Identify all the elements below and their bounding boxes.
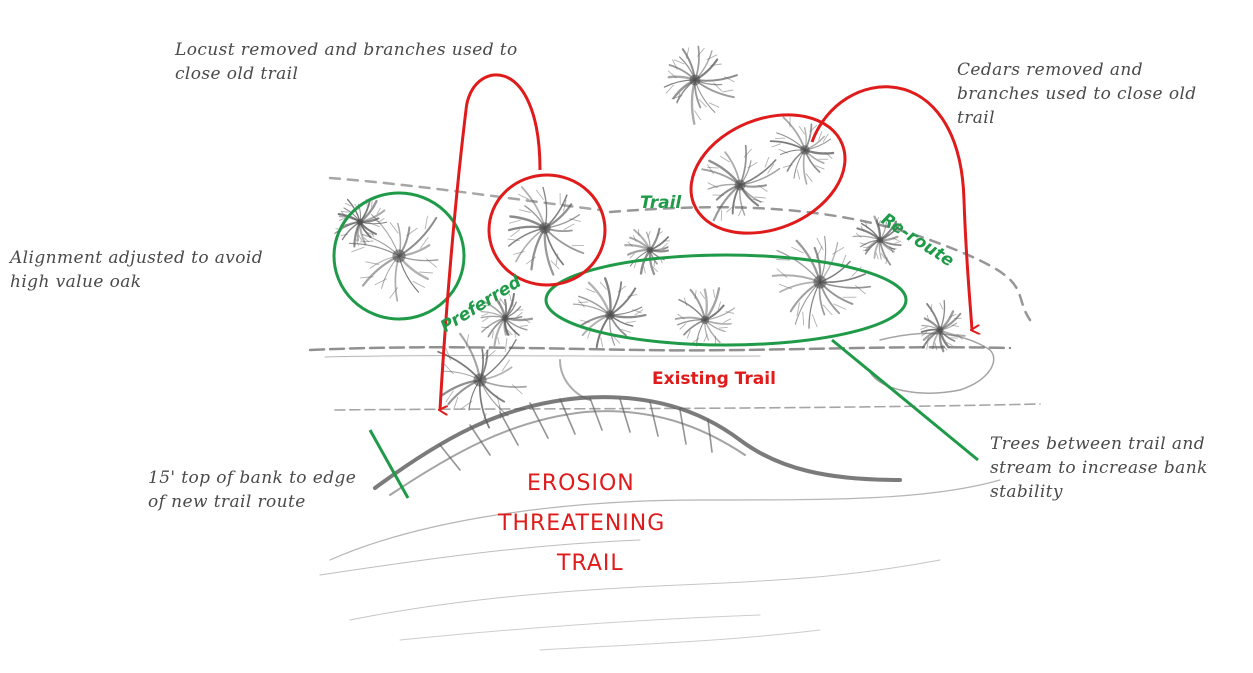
tree-sketch-icon <box>702 146 779 221</box>
curved-arrow-icon <box>812 87 972 330</box>
trees-between-pointer <box>832 340 978 460</box>
note-alignment: Alignment adjusted to avoid high value o… <box>10 246 263 294</box>
tree-sketch-icon <box>920 301 964 352</box>
cedars-ellipse <box>673 93 863 255</box>
tree-sketch-icon <box>574 278 646 347</box>
tree-sketch-icon <box>773 236 870 328</box>
erosion-label-line3: TRAIL <box>556 551 624 576</box>
existing-trail-ellipse <box>546 255 906 345</box>
trail-label: Trail <box>640 193 682 213</box>
note-trees-between: Trees between trail and stream to increa… <box>990 432 1208 504</box>
tree-sketch-icon <box>676 288 735 346</box>
note-cedars: Cedars removed and branches used to clos… <box>957 58 1197 130</box>
note-locust: Locust removed and branches used to clos… <box>175 38 518 86</box>
erosion-label-line1: EROSION <box>527 471 635 496</box>
erosion-label-line2: THREATENING <box>497 511 665 536</box>
note-bank-distance: 15' top of bank to edge of new trail rou… <box>148 466 356 514</box>
tree-sketch-icon <box>625 229 669 274</box>
tree-sketch-icon <box>664 47 737 124</box>
existing-trail-label: Existing Trail <box>652 369 776 389</box>
tree-sketch-icon <box>771 117 834 184</box>
red-annotations <box>440 75 972 410</box>
